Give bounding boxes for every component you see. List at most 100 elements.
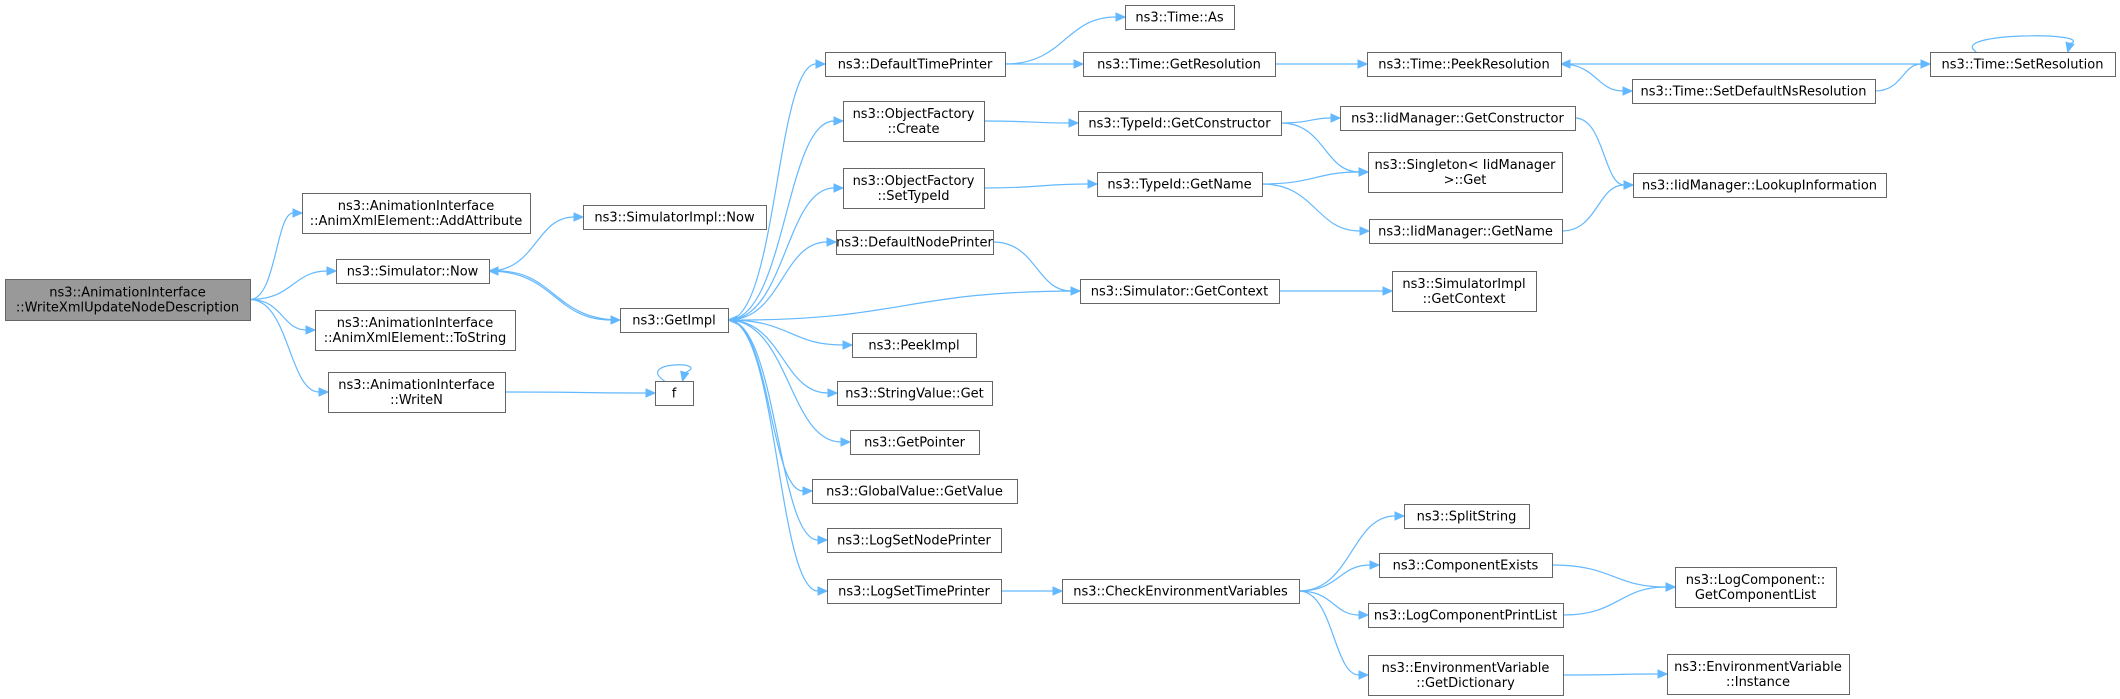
call-graph-edges bbox=[249, 12, 2075, 680]
node-label: ::AnimXmlElement::AddAttribute bbox=[310, 214, 523, 229]
edge-f-to-f bbox=[657, 364, 692, 383]
edge-ofsettype-to-tidgetname bbox=[983, 179, 1099, 189]
edge-getimpl-to-lognode bbox=[727, 319, 829, 545]
edge-checkenv-to-split bbox=[1298, 511, 1406, 592]
node-box bbox=[1083, 52, 1276, 77]
node-envinst[interactable]: ns3::EnvironmentVariable::Instance bbox=[1667, 654, 1850, 695]
node-box bbox=[837, 381, 993, 406]
node-timesetdef[interactable]: ns3::Time::SetDefaultNsResolution bbox=[1632, 79, 1876, 104]
node-peekimpl[interactable]: ns3::PeekImpl bbox=[852, 333, 977, 358]
node-defnode[interactable]: ns3::DefaultNodePrinter bbox=[836, 230, 994, 255]
node-addattr[interactable]: ns3::AnimationInterface::AnimXmlElement:… bbox=[302, 193, 531, 234]
node-box bbox=[1633, 173, 1887, 198]
node-label: ns3::LogComponent:: bbox=[1686, 573, 1826, 588]
node-timepeekres[interactable]: ns3::Time::PeekResolution bbox=[1367, 52, 1562, 77]
node-f[interactable]: f bbox=[655, 381, 694, 406]
node-label: ns3::CheckEnvironmentVariables bbox=[1073, 585, 1288, 600]
node-box bbox=[1368, 655, 1564, 696]
node-box bbox=[1369, 219, 1563, 244]
node-tidgetctor[interactable]: ns3::TypeId::GetConstructor bbox=[1078, 111, 1282, 136]
node-getimpl[interactable]: ns3::GetImpl bbox=[620, 308, 729, 333]
node-writen[interactable]: ns3::AnimationInterface::WriteN bbox=[328, 372, 506, 413]
node-label: f bbox=[672, 387, 677, 402]
node-label: ns3::AnimationInterface bbox=[338, 199, 495, 214]
node-label: ns3::TypeId::GetConstructor bbox=[1088, 117, 1271, 132]
node-label: ns3::DefaultNodePrinter bbox=[836, 236, 993, 251]
node-box bbox=[1675, 567, 1837, 608]
node-simimplctx[interactable]: ns3::SimulatorImpl::GetContext bbox=[1392, 271, 1537, 312]
node-box bbox=[1078, 111, 1282, 136]
node-box bbox=[812, 479, 1018, 504]
node-box bbox=[1097, 172, 1263, 197]
node-checkenv[interactable]: ns3::CheckEnvironmentVariables bbox=[1062, 579, 1300, 604]
node-box bbox=[583, 205, 767, 230]
node-box bbox=[620, 308, 729, 333]
node-label: ::AnimXmlElement::ToString bbox=[324, 331, 506, 346]
node-box bbox=[315, 310, 516, 351]
node-box bbox=[843, 168, 985, 209]
node-label: ns3::AnimationInterface bbox=[338, 378, 495, 393]
node-label: ns3::AnimationInterface bbox=[337, 316, 494, 331]
node-singleton[interactable]: ns3::Singleton< IidManager >::Get bbox=[1368, 152, 1563, 193]
node-tidgetname[interactable]: ns3::TypeId::GetName bbox=[1097, 172, 1263, 197]
edge-checkenv-to-compexists bbox=[1298, 560, 1381, 592]
node-ofcreate[interactable]: ns3::ObjectFactory::Create bbox=[843, 101, 985, 142]
node-label: ns3::Time::GetResolution bbox=[1097, 58, 1261, 73]
node-timeas[interactable]: ns3::Time::As bbox=[1125, 5, 1235, 30]
node-label: ns3::LogComponentPrintList bbox=[1374, 609, 1557, 624]
node-iidlookup[interactable]: ns3::IidManager::LookupInformation bbox=[1633, 173, 1887, 198]
edge-tidgetname-to-singleton bbox=[1261, 167, 1370, 185]
edge-deftime-to-timeas bbox=[1004, 12, 1127, 65]
node-simimplnow[interactable]: ns3::SimulatorImpl::Now bbox=[583, 205, 767, 230]
node-label: ::GetDictionary bbox=[1416, 676, 1515, 691]
edge-checkenv-to-logprint bbox=[1298, 590, 1370, 620]
node-label: ns3::EnvironmentVariable bbox=[1382, 661, 1550, 676]
node-getptr[interactable]: ns3::GetPointer bbox=[850, 430, 980, 455]
edge-timesetres-to-timesetres bbox=[1971, 35, 2075, 54]
node-root[interactable]: ns3::AnimationInterface::WriteXmlUpdateN… bbox=[5, 279, 251, 321]
node-iidgetname[interactable]: ns3::IidManager::GetName bbox=[1369, 219, 1563, 244]
node-label: ns3::TypeId::GetName bbox=[1107, 178, 1251, 193]
node-label: ns3::IidManager::GetConstructor bbox=[1351, 112, 1564, 127]
node-box bbox=[825, 52, 1006, 77]
node-label: ns3::GlobalValue::GetValue bbox=[826, 485, 1003, 500]
edge-getimpl-to-ofsettype bbox=[727, 183, 845, 321]
node-strget[interactable]: ns3::StringValue::Get bbox=[837, 381, 993, 406]
node-timesetres[interactable]: ns3::Time::SetResolution bbox=[1930, 52, 2116, 77]
edge-tidgetctor-to-iidgetctor bbox=[1280, 113, 1342, 124]
node-label: ::WriteXmlUpdateNodeDescription bbox=[16, 301, 239, 316]
edge-envdict-to-envinst bbox=[1562, 669, 1669, 679]
node-logtime[interactable]: ns3::LogSetTimePrinter bbox=[827, 579, 1002, 604]
node-box bbox=[1404, 504, 1530, 529]
node-deftime[interactable]: ns3::DefaultTimePrinter bbox=[825, 52, 1006, 77]
edge-getimpl-to-ofcreate bbox=[727, 116, 845, 321]
node-box bbox=[1368, 152, 1563, 193]
node-timegetres[interactable]: ns3::Time::GetResolution bbox=[1083, 52, 1276, 77]
node-compexists[interactable]: ns3::ComponentExists bbox=[1379, 553, 1553, 578]
edge-root-to-writen bbox=[249, 298, 330, 397]
node-label: ::GetContext bbox=[1423, 292, 1506, 307]
edge-simgetctx-to-getimpl bbox=[726, 290, 1081, 325]
edge-iidgetname-to-iidlookup bbox=[1561, 180, 1635, 232]
node-split[interactable]: ns3::SplitString bbox=[1404, 504, 1530, 529]
node-lognode[interactable]: ns3::LogSetNodePrinter bbox=[827, 528, 1002, 553]
node-label: ns3::LogSetTimePrinter bbox=[838, 585, 990, 600]
edge-tidgetname-to-iidgetname bbox=[1261, 183, 1371, 236]
node-ofsettype[interactable]: ns3::ObjectFactory::SetTypeId bbox=[843, 168, 985, 209]
node-box bbox=[1062, 579, 1300, 604]
node-logprint[interactable]: ns3::LogComponentPrintList bbox=[1368, 603, 1564, 628]
node-logcomplist[interactable]: ns3::LogComponent::GetComponentList bbox=[1675, 567, 1837, 608]
node-label: ::SetTypeId bbox=[877, 189, 949, 204]
node-label: ns3::DefaultTimePrinter bbox=[838, 58, 993, 73]
node-simgetctx[interactable]: ns3::Simulator::GetContext bbox=[1080, 279, 1280, 304]
edge-simnow-to-simimplnow bbox=[488, 212, 585, 272]
edge-logprint-to-logcomplist bbox=[1562, 582, 1677, 616]
edge-writen-to-f bbox=[504, 388, 657, 398]
node-simnow[interactable]: ns3::Simulator::Now bbox=[336, 259, 490, 284]
node-tostring[interactable]: ns3::AnimationInterface::AnimXmlElement:… bbox=[315, 310, 516, 351]
node-label: ns3::Simulator::GetContext bbox=[1091, 285, 1268, 300]
node-label: ns3::IidManager::LookupInformation bbox=[1642, 179, 1877, 194]
node-iidgetctor[interactable]: ns3::IidManager::GetConstructor bbox=[1340, 106, 1576, 131]
node-envdict[interactable]: ns3::EnvironmentVariable::GetDictionary bbox=[1368, 655, 1564, 696]
node-gvget[interactable]: ns3::GlobalValue::GetValue bbox=[812, 479, 1018, 504]
